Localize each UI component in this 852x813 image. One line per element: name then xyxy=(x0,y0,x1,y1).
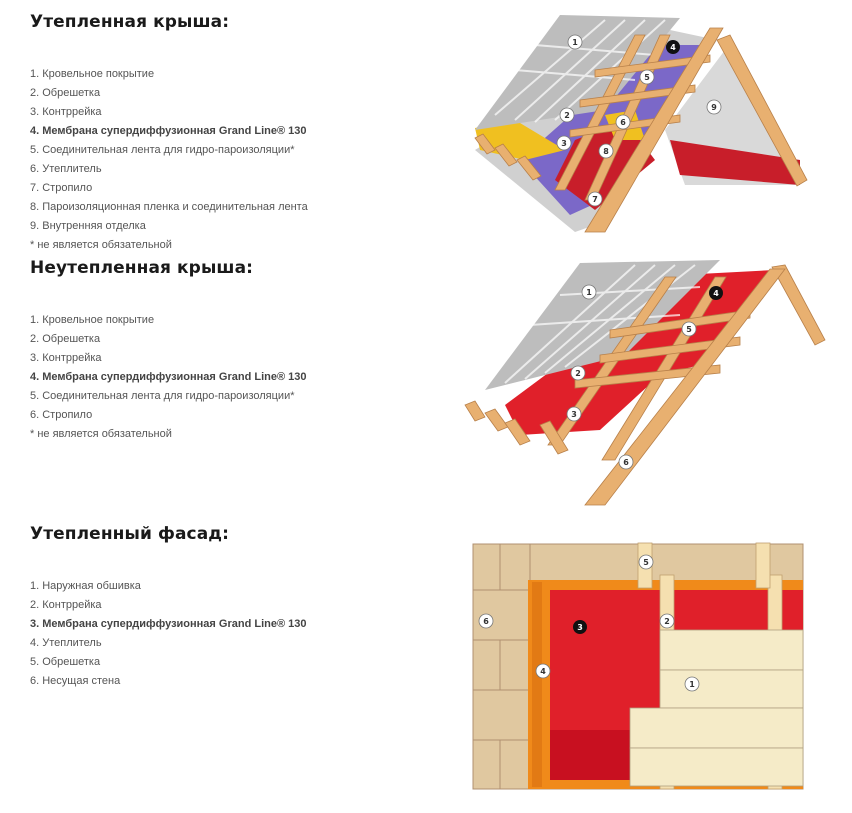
callouts: 1 2 3 4 5 6 xyxy=(478,554,700,692)
list-item: 5. Обрешетка xyxy=(30,656,101,668)
section-title: Утепленная крыша: xyxy=(30,12,230,32)
list-item: 1. Наружная обшивка xyxy=(30,580,141,592)
list-item-highlight: 3. Мембрана супердиффузионная Grand Line… xyxy=(30,618,307,630)
callout-5-text: 5 xyxy=(686,325,692,334)
callout-4-text: 4 xyxy=(540,667,546,676)
list-item: 8. Пароизоляционная пленка и соединитель… xyxy=(30,201,308,213)
vapor-barrier-interior xyxy=(670,140,800,185)
callout-5-text: 5 xyxy=(643,558,649,567)
list-item: 1. Кровельное покрытие xyxy=(30,314,155,326)
legend-list: 1. Наружная обшивка 2. Контррейка 3. Мем… xyxy=(30,577,430,691)
list-item: 5. Соединительная лента для гидро-пароиз… xyxy=(30,144,295,156)
callouts: 1 2 3 4 5 6 7 8 9 xyxy=(556,34,722,207)
cladding xyxy=(629,629,804,787)
list-item: 2. Обрешетка xyxy=(30,333,101,345)
callout-6-text: 6 xyxy=(483,617,489,626)
callout-3-text: 3 xyxy=(577,623,583,632)
callout-1-text: 1 xyxy=(586,288,592,297)
callout-8-text: 8 xyxy=(603,147,609,156)
rafters xyxy=(474,27,724,233)
uninsulated-roof-diagram: 1 2 3 4 5 6 xyxy=(464,260,826,506)
section-title: Неутепленная крыша: xyxy=(30,258,254,278)
callout-3-text: 3 xyxy=(561,139,567,148)
list-item: 5. Соединительная лента для гидро-пароиз… xyxy=(30,390,295,402)
callout-2-text: 2 xyxy=(664,617,670,626)
section-title: Утепленный фасад: xyxy=(30,524,230,544)
section-insulated-roof: Утепленная крыша: 1. Кровельное покрытие… xyxy=(30,12,430,255)
list-item: 6. Утеплитель xyxy=(30,163,102,175)
callout-5-text: 5 xyxy=(644,73,650,82)
section-insulated-facade: Утепленный фасад: 1. Наружная обшивка 2.… xyxy=(30,524,430,691)
list-item: 2. Контррейка xyxy=(30,599,102,611)
list-item-highlight: 4. Мембрана супердиффузионная Grand Line… xyxy=(30,371,307,383)
section-uninsulated-roof: Неутепленная крыша: 1. Кровельное покрыт… xyxy=(30,258,430,444)
footnote: * не является обязательной xyxy=(30,428,172,440)
battens xyxy=(547,276,751,461)
callout-1 xyxy=(567,34,583,50)
callout-1-text: 1 xyxy=(572,38,578,47)
callout-4-text: 4 xyxy=(670,43,676,52)
insulated-facade-diagram: 1 2 3 4 5 6 xyxy=(472,542,804,790)
list-item: 3. Контррейка xyxy=(30,106,102,118)
callout-2-text: 2 xyxy=(575,369,581,378)
list-item: 6. Стропило xyxy=(30,409,93,421)
legend-list: 1. Кровельное покрытие 2. Обрешетка 3. К… xyxy=(30,311,430,444)
footnote: * не является обязательной xyxy=(30,239,172,251)
callout-3-text: 3 xyxy=(571,410,577,419)
callout-1-text: 1 xyxy=(689,680,695,689)
callout-6-text: 6 xyxy=(620,118,626,127)
callout-2-text: 2 xyxy=(564,111,570,120)
list-item: 6. Несущая стена xyxy=(30,675,121,687)
callout-7-text: 7 xyxy=(592,195,598,204)
callout-9-text: 9 xyxy=(711,103,717,112)
right-rafter xyxy=(771,264,826,346)
callout-6-text: 6 xyxy=(623,458,629,467)
list-item: 9. Внутренняя отделка xyxy=(30,220,146,232)
list-item: 7. Стропило xyxy=(30,182,93,194)
roof-tiles xyxy=(475,15,680,130)
legend-list: 1. Кровельное покрытие 2. Обрешетка 3. К… xyxy=(30,65,430,255)
callouts: 1 2 3 4 5 6 xyxy=(566,284,723,470)
rafters xyxy=(464,268,786,506)
insulated-roof-diagram: 1 2 3 4 5 6 7 8 9 xyxy=(474,15,808,233)
list-item: 1. Кровельное покрытие xyxy=(30,68,155,80)
list-item-highlight: 4. Мембрана супердиффузионная Grand Line… xyxy=(30,125,307,137)
callout-4-text: 4 xyxy=(713,289,719,298)
right-rafter xyxy=(716,34,808,187)
list-item: 2. Обрешетка xyxy=(30,87,101,99)
list-item: 3. Контррейка xyxy=(30,352,102,364)
list-item: 4. Утеплитель xyxy=(30,637,102,649)
